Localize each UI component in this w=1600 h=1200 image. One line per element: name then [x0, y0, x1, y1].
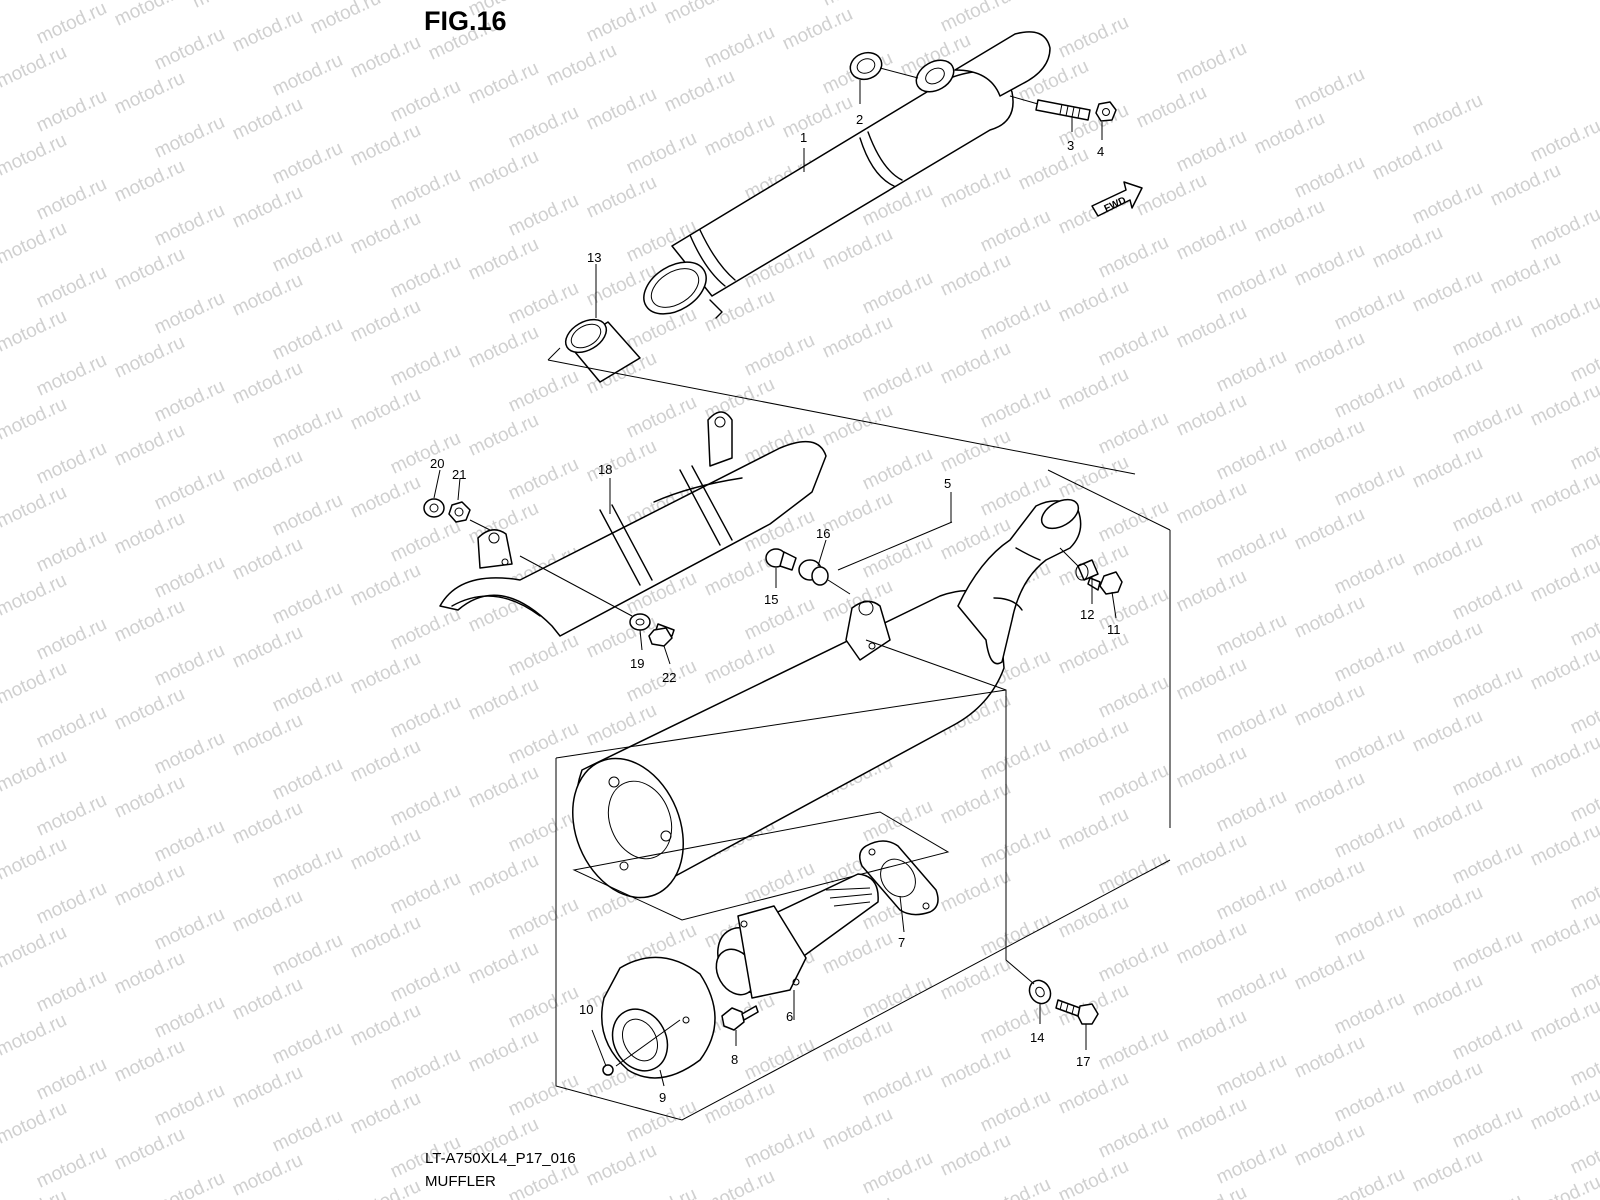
callout-leaders — [433, 80, 1117, 1050]
diagram-name: MUFFLER — [425, 1173, 496, 1190]
heat-shield-part-18 — [439, 411, 827, 637]
bolt-part-11 — [1087, 571, 1123, 595]
callout-15: 15 — [764, 592, 778, 607]
callout-3: 3 — [1067, 138, 1074, 153]
bushing-part-15 — [765, 548, 797, 571]
callout-20: 20 — [430, 456, 444, 471]
callout-14: 14 — [1030, 1030, 1044, 1045]
callout-16: 16 — [816, 526, 830, 541]
callout-11: 11 — [1107, 622, 1121, 637]
screw-part-10 — [591, 1029, 614, 1076]
bolt-part-17 — [1055, 999, 1099, 1025]
callout-8: 8 — [731, 1052, 738, 1067]
washer-part-20 — [423, 498, 445, 518]
callout-5: 5 — [944, 476, 951, 491]
callout-7: 7 — [898, 935, 905, 950]
callout-9: 9 — [659, 1090, 666, 1105]
callout-22: 22 — [662, 670, 676, 685]
callout-19: 19 — [630, 656, 644, 671]
nut-part-4 — [1095, 101, 1117, 122]
exhaust-pipe-part-1 — [643, 31, 1051, 319]
callout-18: 18 — [598, 462, 612, 477]
callout-21: 21 — [452, 467, 466, 482]
callout-6: 6 — [786, 1009, 793, 1024]
muffler-part-5 — [572, 498, 1082, 899]
grommet-part-16 — [798, 559, 851, 595]
callout-1: 1 — [800, 130, 807, 145]
gasket-part-2 — [849, 51, 919, 81]
stud-bolt-part-3 — [1009, 95, 1091, 121]
washer-part-14 — [1005, 959, 1052, 1005]
callout-17: 17 — [1076, 1054, 1090, 1069]
sleeve-part-13 — [564, 318, 641, 383]
bolt-part-22 — [648, 623, 675, 647]
gasket-part-7 — [859, 840, 939, 933]
nut-part-21 — [448, 501, 491, 531]
callout-4: 4 — [1097, 144, 1104, 159]
callout-13: 13 — [587, 250, 601, 265]
fwd-label: FWD — [1103, 195, 1128, 215]
callout-numbers: 1 2 3 4 5 6 7 8 9 10 11 12 13 14 15 16 1… — [430, 112, 1121, 1105]
washer-part-19 — [519, 555, 651, 631]
callout-10: 10 — [579, 1002, 593, 1017]
diagram-code: LT-A750XL4_P17_016 — [425, 1150, 576, 1167]
collar-part-12 — [1059, 547, 1099, 581]
callout-12: 12 — [1080, 607, 1094, 622]
end-cap-part-9 — [601, 956, 716, 1087]
screw-part-8 — [721, 1005, 759, 1031]
spark-arrester-part-6 — [715, 873, 879, 1020]
forward-arrow-icon: FWD — [1091, 181, 1143, 217]
figure-title: FIG.16 — [424, 6, 507, 36]
callout-2: 2 — [856, 112, 863, 127]
